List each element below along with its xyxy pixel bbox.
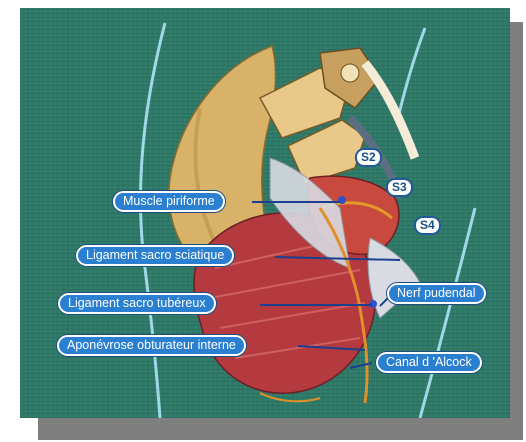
label-aponevrose-obturateur: Aponévrose obturateur interne (57, 335, 246, 356)
background-curve-right-bottom (420, 208, 475, 418)
nerve-branch (260, 393, 320, 401)
anatomy-slide: S2 S3 S4 Muscle piriforme Ligament sacro… (20, 8, 510, 418)
label-muscle-piriforme: Muscle piriforme (113, 191, 225, 212)
sacral-foramen (341, 64, 359, 82)
background-curve-right-top (398, 28, 425, 118)
label-canal-alcock: Canal d 'Alcock (376, 352, 482, 373)
label-nerf-pudendal: Nerf pudendal (387, 283, 486, 304)
sacral-label-s2: S2 (355, 148, 382, 167)
label-ligament-sacro-sciatique: Ligament sacro sciatique (76, 245, 234, 266)
background-curve-left (141, 23, 166, 418)
sacral-label-s3: S3 (386, 178, 413, 197)
label-ligament-sacro-tubereux: Ligament sacro tubéreux (58, 293, 216, 314)
sacral-label-s4: S4 (414, 216, 441, 235)
leader-canal-alcock (350, 363, 372, 368)
